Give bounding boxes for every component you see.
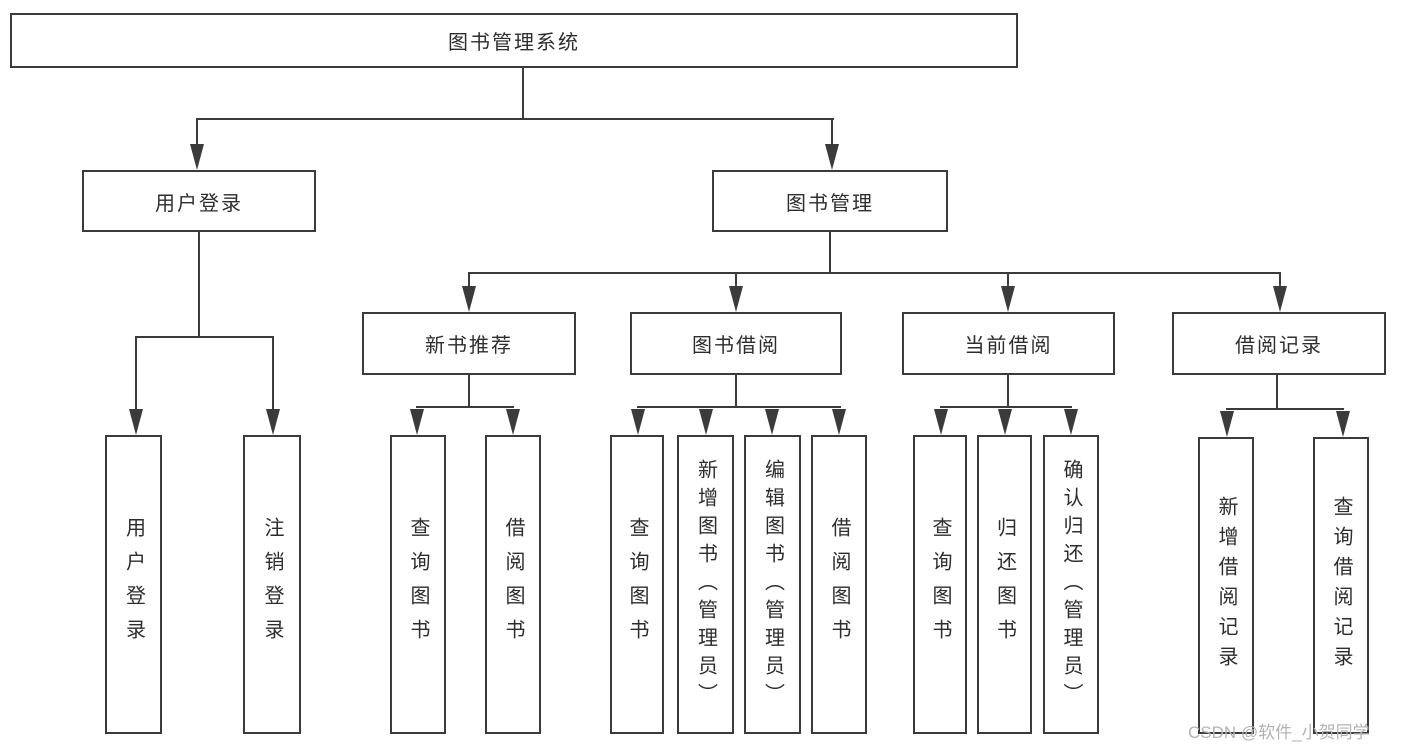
node-user-login-group: 用户登录	[82, 170, 316, 232]
csdn-watermark: CSDN @软件_小贺同学	[1188, 723, 1370, 742]
arrow-down-icon	[631, 409, 645, 435]
node-label: 查询图书	[407, 516, 429, 653]
node-label: 查询图书	[626, 516, 648, 653]
connector-line	[468, 375, 470, 406]
connector-line	[468, 272, 1281, 274]
connector-line	[522, 68, 524, 118]
arrow-down-icon	[1064, 409, 1078, 435]
connector-line	[196, 118, 834, 120]
connector-line	[940, 406, 1072, 408]
arrow-down-icon	[1001, 286, 1015, 312]
node-current-borrowing: 当前借阅	[902, 312, 1115, 375]
node-new-book-recommendation: 新书推荐	[362, 312, 576, 375]
node-label: 用户登录	[122, 516, 145, 653]
node-label: 确认归还（管理员）	[1060, 458, 1082, 711]
node-label: 当前借阅	[964, 335, 1053, 357]
arrow-down-icon	[765, 409, 779, 435]
node-label: 新增图书（管理员）	[694, 458, 717, 711]
node-book-management-group: 图书管理	[712, 170, 948, 232]
leaf-query-books-borrowing: 查询图书	[610, 435, 664, 734]
leaf-query-books-current: 查询图书	[913, 435, 967, 734]
node-label: 借阅图书	[828, 516, 850, 653]
arrow-down-icon	[410, 409, 424, 435]
arrow-down-icon	[998, 409, 1012, 435]
arrow-down-icon	[266, 409, 280, 435]
connector-line	[198, 232, 200, 336]
node-label: 图书管理	[786, 192, 874, 215]
connector-line	[272, 336, 274, 411]
node-label: 图书管理系统	[448, 32, 580, 54]
connector-line	[735, 375, 737, 406]
node-label: 归还图书	[993, 516, 1016, 653]
arrow-down-icon	[1220, 411, 1234, 437]
connector-line	[468, 272, 470, 288]
leaf-return-books: 归还图书	[977, 435, 1032, 734]
arrow-down-icon	[506, 409, 520, 435]
connector-line	[829, 232, 831, 272]
node-label: 图书借阅	[692, 335, 780, 357]
arrow-down-icon	[934, 409, 948, 435]
arrow-down-icon	[462, 286, 476, 312]
arrow-down-icon	[832, 409, 846, 435]
connector-line	[1276, 375, 1278, 408]
leaf-add-borrow-record: 新增借阅记录	[1198, 437, 1254, 734]
node-label: 借阅记录	[1235, 335, 1323, 357]
connector-line	[196, 118, 198, 148]
leaf-add-books-admin: 新增图书（管理员）	[677, 435, 734, 734]
connector-line	[735, 272, 737, 288]
leaf-confirm-return-admin: 确认归还（管理员）	[1043, 435, 1099, 734]
leaf-query-borrow-record: 查询借阅记录	[1313, 437, 1369, 734]
node-label: 编辑图书（管理员）	[761, 458, 784, 711]
connector-line	[135, 336, 137, 411]
node-label: 新书推荐	[425, 335, 513, 357]
connector-line	[416, 406, 514, 408]
node-label: 注销登录	[261, 516, 283, 653]
leaf-borrow-books-recommend: 借阅图书	[485, 435, 541, 734]
arrow-down-icon	[729, 286, 743, 312]
connector-line	[637, 406, 841, 408]
connector-line	[1007, 375, 1009, 406]
leaf-query-books-recommend: 查询图书	[390, 435, 446, 734]
leaf-borrow-books: 借阅图书	[811, 435, 867, 734]
connector-line	[1007, 272, 1009, 288]
connector-line	[1226, 408, 1344, 410]
arrow-down-icon	[699, 409, 713, 435]
node-label: 新增借阅记录	[1215, 495, 1237, 676]
node-label: 用户登录	[155, 192, 243, 215]
arrow-down-icon	[129, 409, 143, 435]
leaf-edit-books-admin: 编辑图书（管理员）	[744, 435, 801, 734]
node-book-borrowing: 图书借阅	[630, 312, 842, 375]
arrow-down-icon	[1273, 286, 1287, 312]
arrow-down-icon	[1336, 411, 1350, 437]
node-borrowing-records: 借阅记录	[1172, 312, 1386, 375]
arrow-down-icon	[190, 144, 204, 170]
connector-line	[831, 118, 833, 148]
node-label: 借阅图书	[502, 516, 524, 653]
connector-line	[1279, 272, 1281, 288]
leaf-logout: 注销登录	[243, 435, 301, 734]
connector-line	[135, 336, 274, 338]
node-root-library-system: 图书管理系统	[10, 13, 1018, 68]
leaf-user-login: 用户登录	[105, 435, 162, 734]
arrow-down-icon	[825, 144, 839, 170]
node-label: 查询借阅记录	[1330, 495, 1352, 676]
node-label: 查询图书	[929, 516, 951, 653]
